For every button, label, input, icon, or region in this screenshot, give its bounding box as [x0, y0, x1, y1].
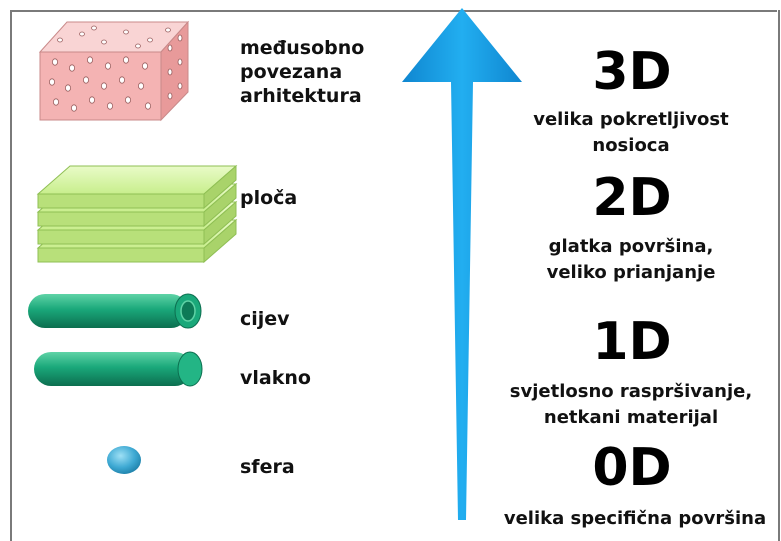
description-2d: glatka površina, veliko prianjanje	[500, 234, 762, 286]
label-line: cijev	[240, 308, 290, 330]
label-line: vlakno	[240, 367, 311, 389]
fiber-icon	[34, 351, 203, 387]
porous-block-icon	[38, 20, 190, 122]
description-3d: velika pokretljivost nosioca	[500, 107, 762, 159]
figure-frame	[10, 10, 777, 541]
label-line: arhitektura	[240, 85, 362, 107]
description-line: svjetlosno raspršivanje,	[509, 381, 753, 402]
label-sphere: sfera	[240, 455, 295, 479]
description-line: velika pokretljivost	[533, 109, 729, 130]
sphere-icon	[107, 446, 141, 474]
label-line: povezana	[240, 61, 343, 83]
dimension-0d: 0D	[592, 438, 672, 498]
dimension-2d: 2D	[592, 168, 672, 228]
dimension-1d: 1D	[592, 312, 672, 372]
description-line: velika specifična površina	[503, 508, 767, 529]
figure-frame-right-edge	[778, 10, 780, 541]
stacked-plates-icon	[36, 164, 238, 264]
label-fiber: vlakno	[240, 366, 311, 390]
label-tube: cijev	[240, 307, 290, 331]
description-line: nosioca	[592, 135, 670, 156]
label-line: ploča	[240, 187, 298, 209]
description-line: netkani materijal	[543, 407, 719, 428]
label-plate: ploča	[240, 186, 297, 210]
dimension-3d: 3D	[592, 42, 672, 102]
label-line: sfera	[240, 456, 295, 478]
description-line: glatka površina,	[548, 236, 714, 257]
description-line: veliko prianjanje	[546, 262, 716, 283]
tube-icon	[28, 293, 202, 329]
label-interconnected-architecture: međusobno povezana arhitektura	[240, 36, 364, 108]
description-1d: svjetlosno raspršivanje, netkani materij…	[492, 379, 770, 431]
label-line: međusobno	[240, 37, 365, 59]
dimension-arrow	[402, 8, 522, 520]
description-0d: velika specifična površina	[494, 506, 776, 532]
